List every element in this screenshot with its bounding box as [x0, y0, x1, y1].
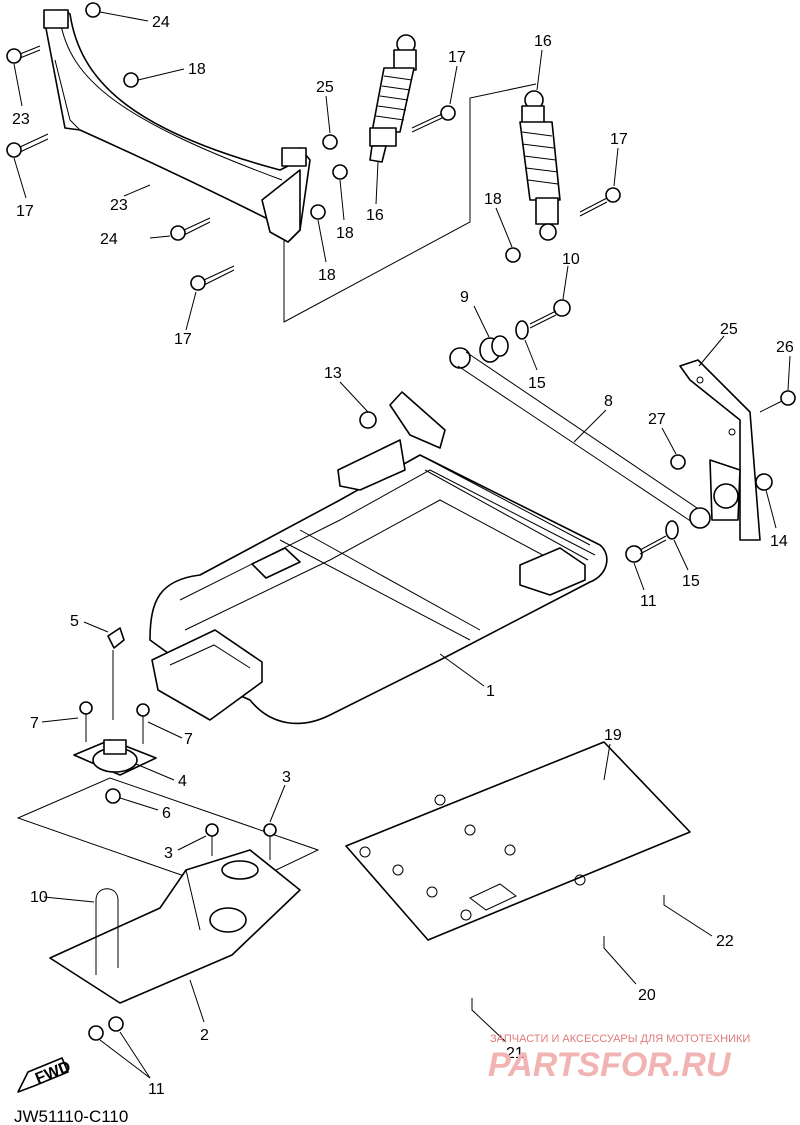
callout-8: 10: [30, 889, 48, 906]
shock-absorber-16-left: [369, 34, 417, 163]
callout-15: 15: [528, 375, 546, 392]
callout-18: 18: [318, 267, 336, 284]
callout-22: 23: [110, 197, 128, 214]
callout-4: 4: [178, 773, 187, 790]
callout-17: 17: [174, 331, 192, 348]
engine-mount-4: [73, 739, 157, 776]
forward-arrow: FWD: [17, 1057, 73, 1093]
callout-3: 3: [282, 769, 291, 786]
nut-18-mid: [310, 204, 326, 220]
part-callouts: 24 18 23 17 23 24 17 25 18 18 16 17 16 1…: [12, 14, 794, 1098]
clip-20-right: [603, 936, 637, 985]
washer-15-bottom: [665, 520, 679, 540]
bolt-23-top: [6, 45, 41, 64]
link-rod-10: [449, 347, 711, 529]
callout-15: 15: [682, 573, 700, 590]
frame-1: [149, 391, 608, 725]
clip-20-bottom: [471, 998, 507, 1043]
callout-6: 6: [162, 805, 171, 822]
callout-7: 7: [184, 731, 193, 748]
skid-plate-2: [49, 849, 301, 1004]
callout-11: 9: [460, 289, 469, 306]
shock-assembly-box: [283, 83, 537, 323]
bolt-7-right: [136, 703, 150, 744]
callout-24: 25: [316, 79, 334, 96]
bolt-26: [759, 390, 796, 413]
callout-23: 24: [100, 231, 118, 248]
shock-absorber-16-right: [519, 90, 561, 241]
callout-24: 24: [152, 14, 170, 31]
callout-17: 17: [610, 131, 628, 148]
callout-10: 8: [604, 393, 613, 410]
callout-25: 25: [720, 321, 738, 338]
bolt-23-bottom: [170, 217, 211, 241]
callout-9: 11: [148, 1081, 165, 1098]
callout-18: 18: [484, 191, 502, 208]
bolt-5: [107, 627, 125, 720]
callout-2: 2: [200, 1027, 209, 1044]
clip-21: [663, 895, 713, 937]
rear-bumper-22: [43, 9, 311, 243]
nut-27: [670, 454, 686, 470]
bolt-7-left: [79, 701, 93, 742]
figure-code: JW51110-C110: [14, 1107, 128, 1125]
nut-18-top: [123, 72, 139, 88]
bolt-17-shock-right: [579, 187, 621, 217]
callout-18: 18: [336, 225, 354, 242]
callout-14: 14: [770, 533, 788, 550]
bracket-25: [679, 359, 761, 541]
nut-24-shock: [322, 134, 338, 150]
nut-9-left: [88, 1025, 104, 1041]
mount-assembly-box: [16, 777, 320, 893]
nut-9-right: [108, 1016, 124, 1032]
bolt-12: [529, 299, 571, 329]
nut-18-shock: [332, 164, 348, 180]
bolt-13: [625, 535, 667, 563]
bushing-11: [479, 335, 509, 363]
floor-panel-19: [345, 741, 691, 941]
callout-19: 19: [604, 727, 622, 744]
callout-17: 17: [16, 203, 34, 220]
leader-lines: [13, 11, 791, 1079]
callout-17: 17: [448, 49, 466, 66]
callout-1: 1: [486, 683, 495, 700]
bolt-3-right: [263, 823, 277, 860]
u-bolt-8: [95, 888, 119, 975]
nut-14-left: [359, 411, 377, 429]
callout-16: 16: [534, 33, 552, 50]
callout-3: 3: [164, 845, 173, 862]
bolt-17-left: [6, 133, 49, 158]
nut-14-right: [755, 473, 773, 491]
callout-27: 27: [648, 411, 666, 428]
callout-20: 21: [506, 1045, 524, 1062]
callout-16: 16: [366, 207, 384, 224]
bolt-17-shock-left: [411, 105, 456, 133]
callout-5: 5: [70, 613, 79, 630]
callout-13: 11: [640, 593, 657, 610]
nut-18-shock-right: [505, 247, 521, 263]
callout-7: 7: [30, 715, 39, 732]
callout-23: 23: [12, 111, 30, 128]
callout-26: 26: [776, 339, 794, 356]
nut-24-top: [85, 2, 101, 18]
bolt-3-left: [205, 823, 219, 856]
watermark-logo-text: PARTSFOR.RU: [488, 1046, 732, 1084]
watermark-tagline: ЗАПЧАСТИ И АКСЕССУАРЫ ДЛЯ МОТОТЕХНИКИ: [490, 1033, 750, 1045]
callout-21: 22: [716, 933, 734, 950]
washer-15-top: [515, 320, 529, 340]
watermark: ЗАПЧАСТИ И АКСЕССУАРЫ ДЛЯ МОТОТЕХНИКИ PA…: [488, 1033, 750, 1084]
nut-6: [105, 788, 121, 804]
callout-14: 13: [324, 365, 342, 382]
callout-20: 20: [638, 987, 656, 1004]
bolt-17-bottom: [190, 265, 235, 291]
callout-18: 18: [188, 61, 206, 78]
callout-12: 10: [562, 251, 580, 268]
